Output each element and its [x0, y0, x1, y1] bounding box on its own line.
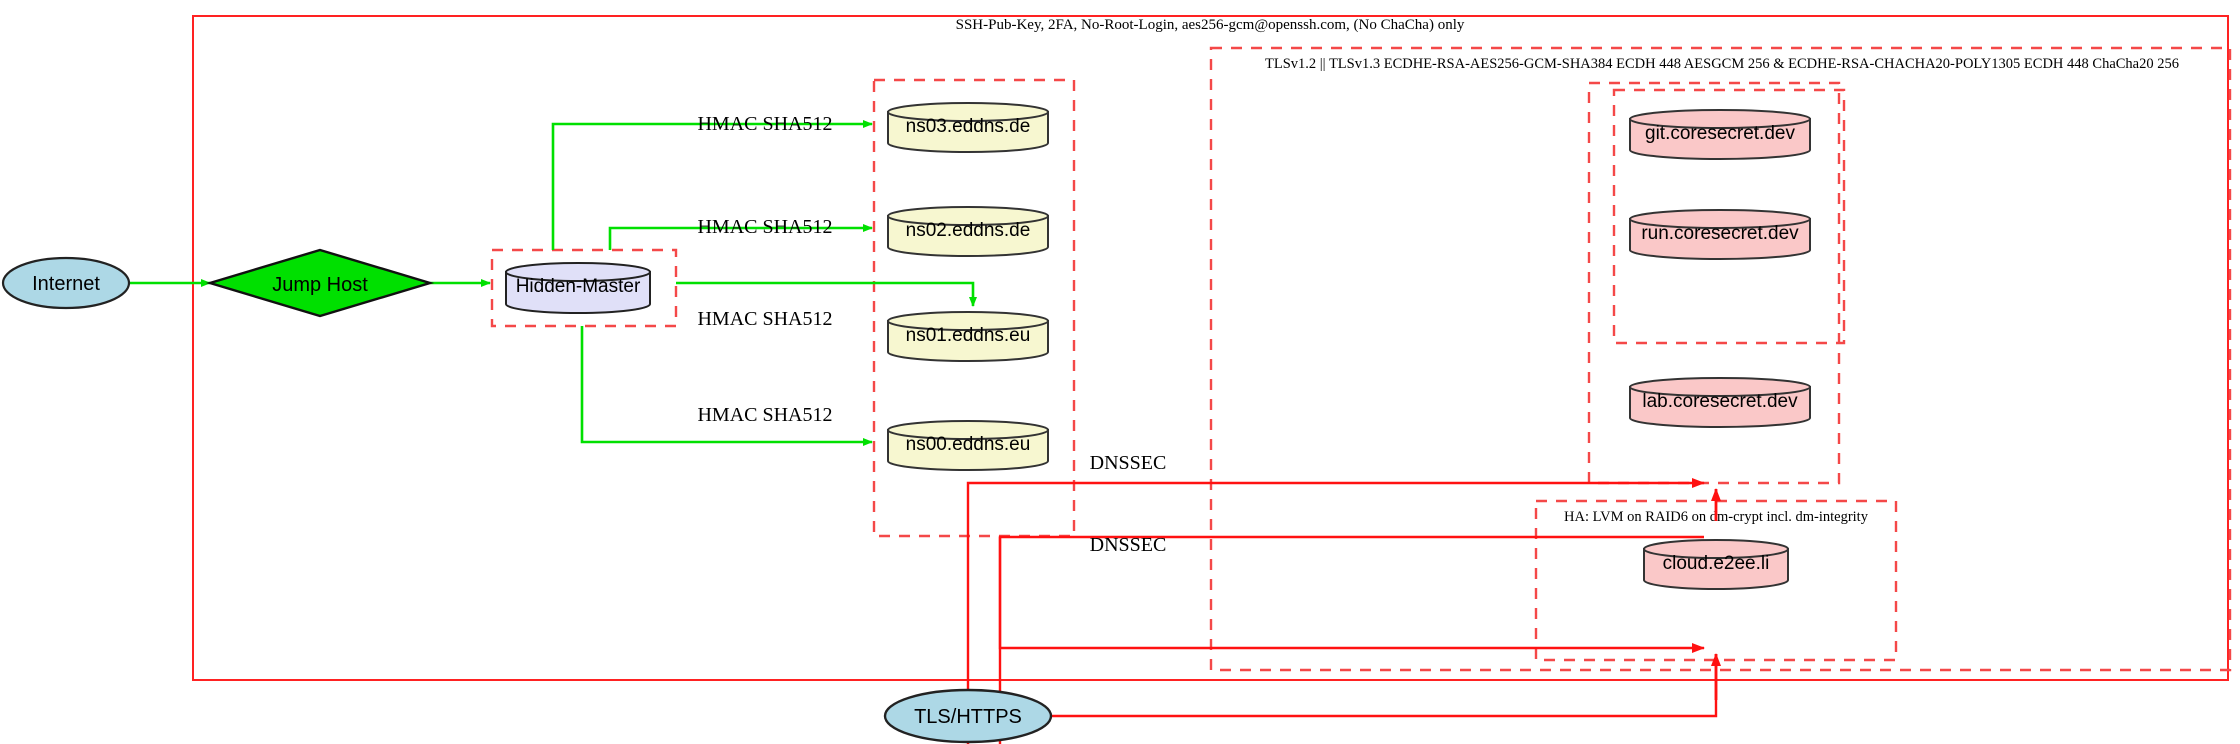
hidden-master-cylinder-top	[505, 262, 651, 282]
tls-https-ellipse	[883, 688, 1053, 744]
edge-label-hmac-ns03: HMAC SHA512	[697, 113, 832, 135]
ns03-cylinder-body	[887, 111, 1049, 153]
tls-cluster-boundary	[1209, 46, 2232, 672]
lab-cylinder-top	[1629, 377, 1811, 397]
git-label: git.coresecret.dev	[1645, 123, 1795, 144]
edge-hiddenmaster-to-ns02	[608, 224, 873, 250]
outer-security-boundary	[192, 15, 2229, 681]
node-ns02[interactable]: ns02.eddns.de	[887, 206, 1049, 257]
tls-cluster-label: TLSv1.2 || TLSv1.3 ECDHE-RSA-AES256-GCM-…	[1265, 56, 2179, 72]
node-lab-coresecret[interactable]: lab.coresecret.dev	[1629, 377, 1811, 428]
jump-host-diamond	[205, 248, 435, 318]
node-internet[interactable]: Internet	[1, 256, 131, 310]
ns03-label: ns03.eddns.de	[906, 116, 1031, 137]
edge-tlshttps-to-cluster	[1051, 654, 1718, 718]
git-cylinder-body	[1629, 118, 1811, 160]
edge-label-hmac-ns00: HMAC SHA512	[697, 404, 832, 426]
ns00-cylinder-body	[887, 429, 1049, 471]
edge-hiddenmaster-to-ns03	[551, 120, 873, 250]
internet-ellipse	[1, 256, 131, 310]
ssh-policy-label: SSH-Pub-Key, 2FA, No-Root-Login, aes256-…	[956, 17, 1465, 33]
node-ns03[interactable]: ns03.eddns.de	[887, 102, 1049, 153]
ns03-cylinder-top	[887, 102, 1049, 122]
node-jump-host[interactable]: Jump Host	[205, 248, 435, 318]
ns01-cylinder-body	[887, 320, 1049, 362]
ns02-cylinder-top	[887, 206, 1049, 226]
edge-label-hmac-ns01: HMAC SHA512	[697, 308, 832, 330]
ns00-cylinder-top	[887, 420, 1049, 440]
ns02-cylinder-body	[887, 215, 1049, 257]
lab-label: lab.coresecret.dev	[1642, 391, 1798, 412]
edge-dnssec-upper	[966, 478, 1705, 744]
dns-cluster-boundary	[872, 78, 1076, 538]
edge-dnssec-lower-to-ha	[998, 537, 1705, 653]
run-cylinder-top	[1629, 209, 1811, 229]
tls-https-label: TLS/HTTPS	[914, 706, 1022, 728]
node-run-coresecret[interactable]: run.coresecret.dev	[1629, 209, 1811, 260]
node-tls-https[interactable]: TLS/HTTPS	[883, 688, 1053, 744]
node-ns00[interactable]: ns00.eddns.eu	[887, 420, 1049, 471]
git-cylinder-top	[1629, 109, 1811, 129]
node-cloud-e2ee[interactable]: cloud.e2ee.li	[1643, 539, 1789, 590]
edge-hiddenmaster-to-ns00	[580, 326, 873, 446]
edge-label-hmac-ns02: HMAC SHA512	[697, 216, 832, 238]
ns00-label: ns00.eddns.eu	[906, 434, 1031, 455]
ns02-label: ns02.eddns.de	[906, 220, 1031, 241]
edge-label-dnssec-lower: DNSSEC	[1090, 534, 1167, 556]
hidden-master-boundary	[490, 248, 678, 328]
cloud-cylinder-top	[1643, 539, 1789, 559]
edge-hiddenmaster-to-ns01	[676, 281, 977, 307]
node-ns01[interactable]: ns01.eddns.eu	[887, 311, 1049, 362]
hidden-master-cylinder-body	[505, 271, 651, 314]
lab-cylinder-body	[1629, 386, 1811, 428]
hidden-master-label: Hidden-Master	[516, 276, 641, 297]
ns01-cylinder-top	[887, 311, 1049, 331]
edge-label-dnssec-upper: DNSSEC	[1090, 452, 1167, 474]
internet-label: Internet	[32, 273, 100, 295]
cloud-label: cloud.e2ee.li	[1663, 553, 1770, 574]
run-cylinder-body	[1629, 218, 1811, 260]
coresecret-cluster-boundary	[1587, 81, 1841, 485]
edge-dnssec-lower	[998, 535, 1704, 744]
cloud-cylinder-body	[1643, 548, 1789, 590]
run-label: run.coresecret.dev	[1641, 223, 1799, 244]
jump-host-label: Jump Host	[272, 274, 368, 296]
node-git-coresecret[interactable]: git.coresecret.dev	[1629, 109, 1811, 160]
node-hidden-master[interactable]: Hidden-Master	[505, 262, 651, 314]
ns01-label: ns01.eddns.eu	[906, 325, 1031, 346]
